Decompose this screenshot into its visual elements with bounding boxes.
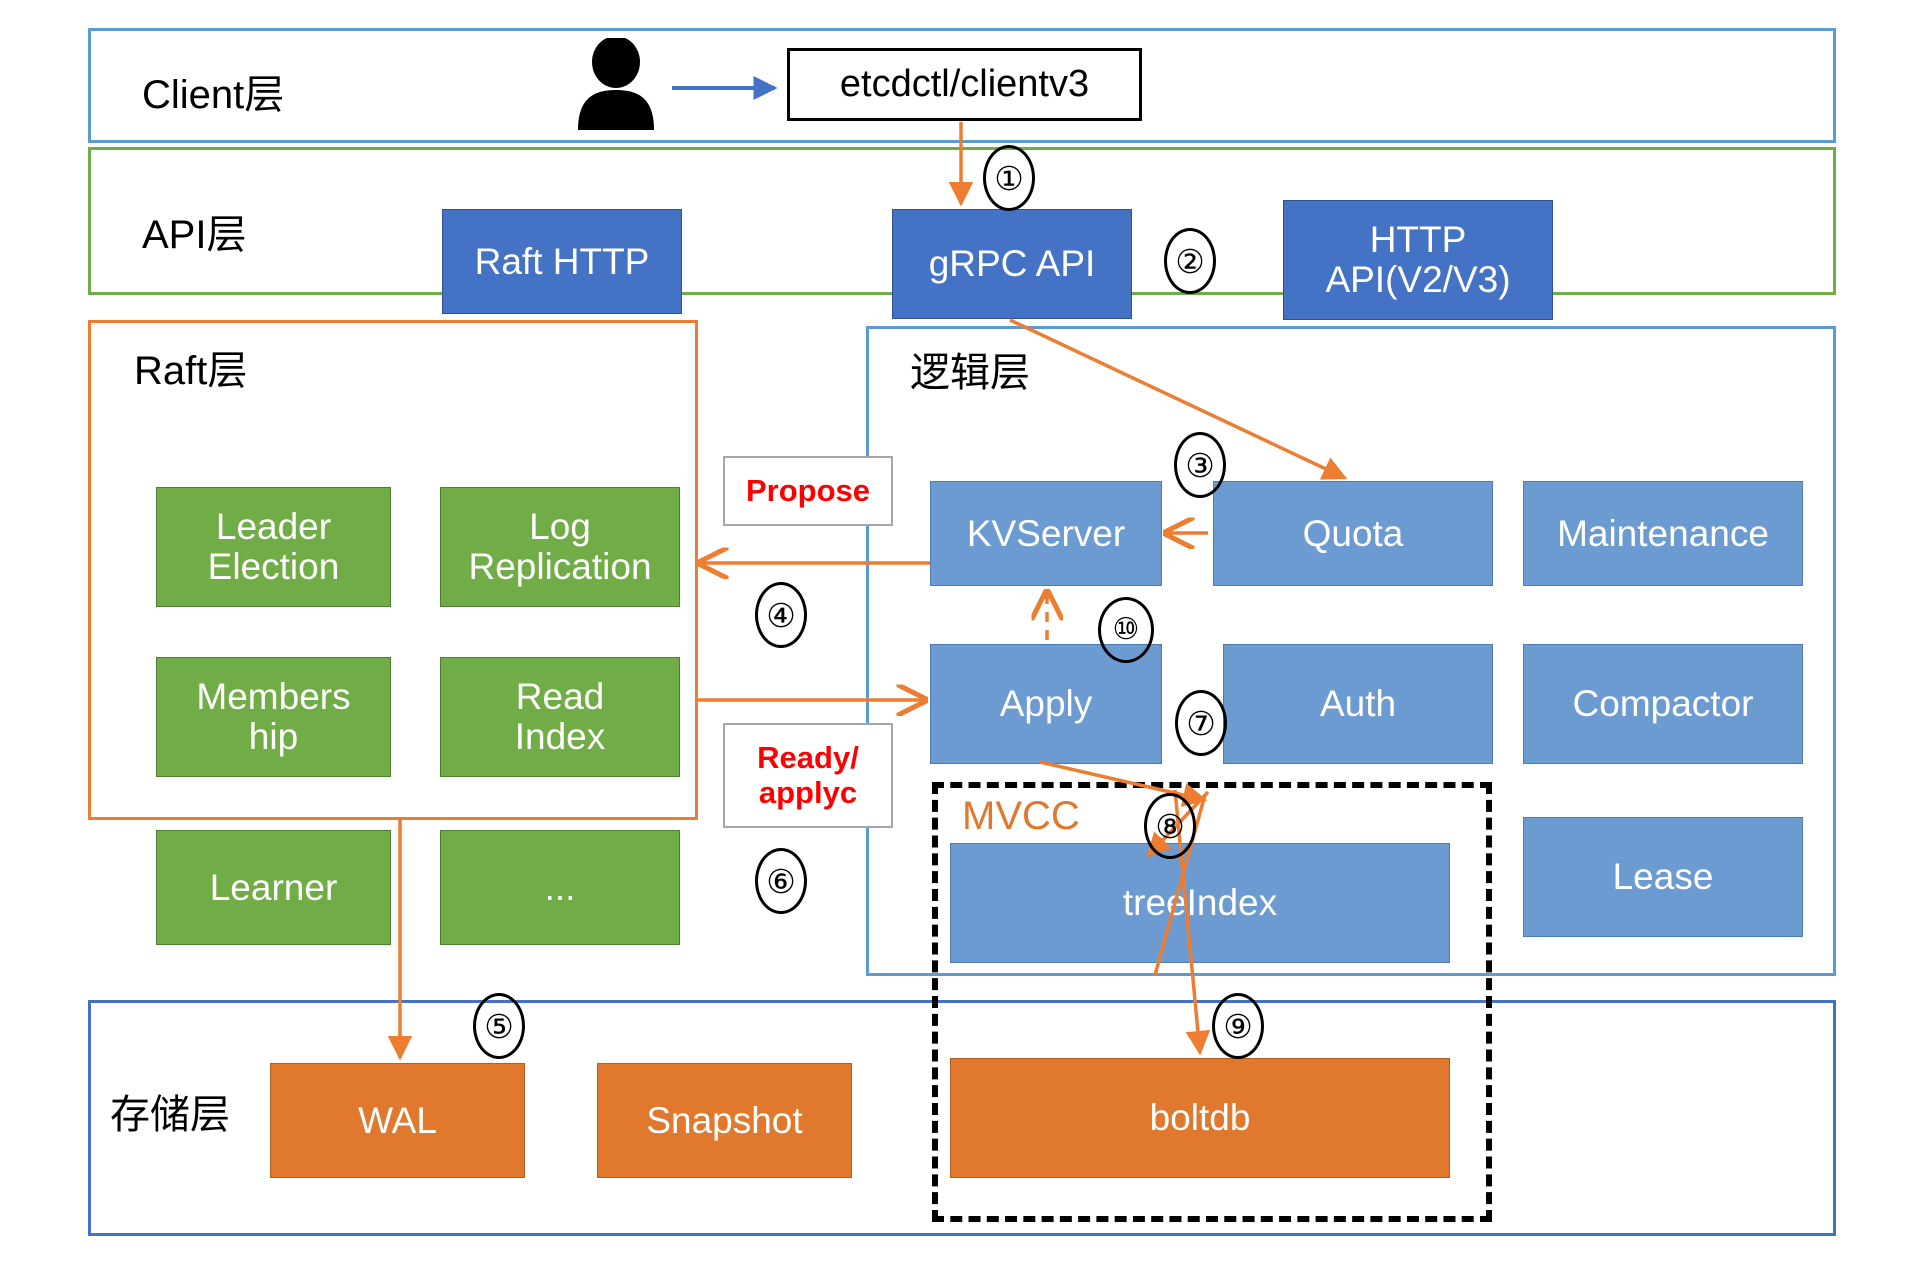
logic-box-lease[interactable]: Lease (1523, 817, 1803, 937)
step-number-10: ⑩ (1098, 597, 1154, 663)
api-box-grpc-api[interactable]: gRPC API (892, 209, 1132, 319)
step-number-5: ⑤ (473, 993, 525, 1059)
logic-box-apply[interactable]: Apply (930, 644, 1162, 764)
raft-box-read-index[interactable]: Read Index (440, 657, 680, 777)
logic-layer-frame (866, 326, 1836, 976)
step-number-7: ⑦ (1175, 690, 1227, 756)
logic-box-treeindex[interactable]: treeIndex (950, 843, 1450, 963)
person-icon (570, 36, 662, 130)
propose-tag: Propose (723, 456, 893, 526)
raft-layer-frame (88, 320, 698, 820)
step-number-6: ⑥ (755, 848, 807, 914)
step-number-4: ④ (755, 582, 807, 648)
step-number-9: ⑨ (1212, 993, 1264, 1059)
logic-box-quota[interactable]: Quota (1213, 481, 1493, 586)
raft-box-etc[interactable]: ... (440, 830, 680, 945)
logic-box-maintenance[interactable]: Maintenance (1523, 481, 1803, 586)
raft-box-membership[interactable]: Members hip (156, 657, 391, 777)
step-number-3: ③ (1174, 432, 1226, 498)
raft-box-learner[interactable]: Learner (156, 830, 391, 945)
raft-box-log-replication[interactable]: Log Replication (440, 487, 680, 607)
mvcc-label: MVCC (962, 794, 1080, 838)
api-layer-title: API层 (142, 213, 247, 257)
api-box-http-api[interactable]: HTTP API(V2/V3) (1283, 200, 1553, 320)
mvcc-group (932, 782, 1492, 1222)
step-number-1: ① (983, 145, 1035, 211)
etcdctl-client-box[interactable]: etcdctl/clientv3 (787, 48, 1142, 121)
logic-layer-title: 逻辑层 (910, 351, 1030, 395)
storage-box-wal[interactable]: WAL (270, 1063, 525, 1178)
client-layer-title: Client层 (142, 73, 285, 117)
raft-layer-title: Raft层 (134, 349, 248, 393)
api-box-raft-http[interactable]: Raft HTTP (442, 209, 682, 314)
storage-box-boltdb[interactable]: boltdb (950, 1058, 1450, 1178)
ready-applyc-tag: Ready/ applyc (723, 723, 893, 828)
step-number-8: ⑧ (1144, 793, 1196, 859)
step-number-2: ② (1164, 228, 1216, 294)
storage-layer-title: 存储层 (110, 1093, 230, 1137)
logic-box-compactor[interactable]: Compactor (1523, 644, 1803, 764)
logic-box-kvserver[interactable]: KVServer (930, 481, 1162, 586)
raft-box-leader-election[interactable]: Leader Election (156, 487, 391, 607)
storage-layer-frame (88, 1000, 1836, 1236)
logic-box-auth[interactable]: Auth (1223, 644, 1493, 764)
storage-box-snapshot[interactable]: Snapshot (597, 1063, 852, 1178)
